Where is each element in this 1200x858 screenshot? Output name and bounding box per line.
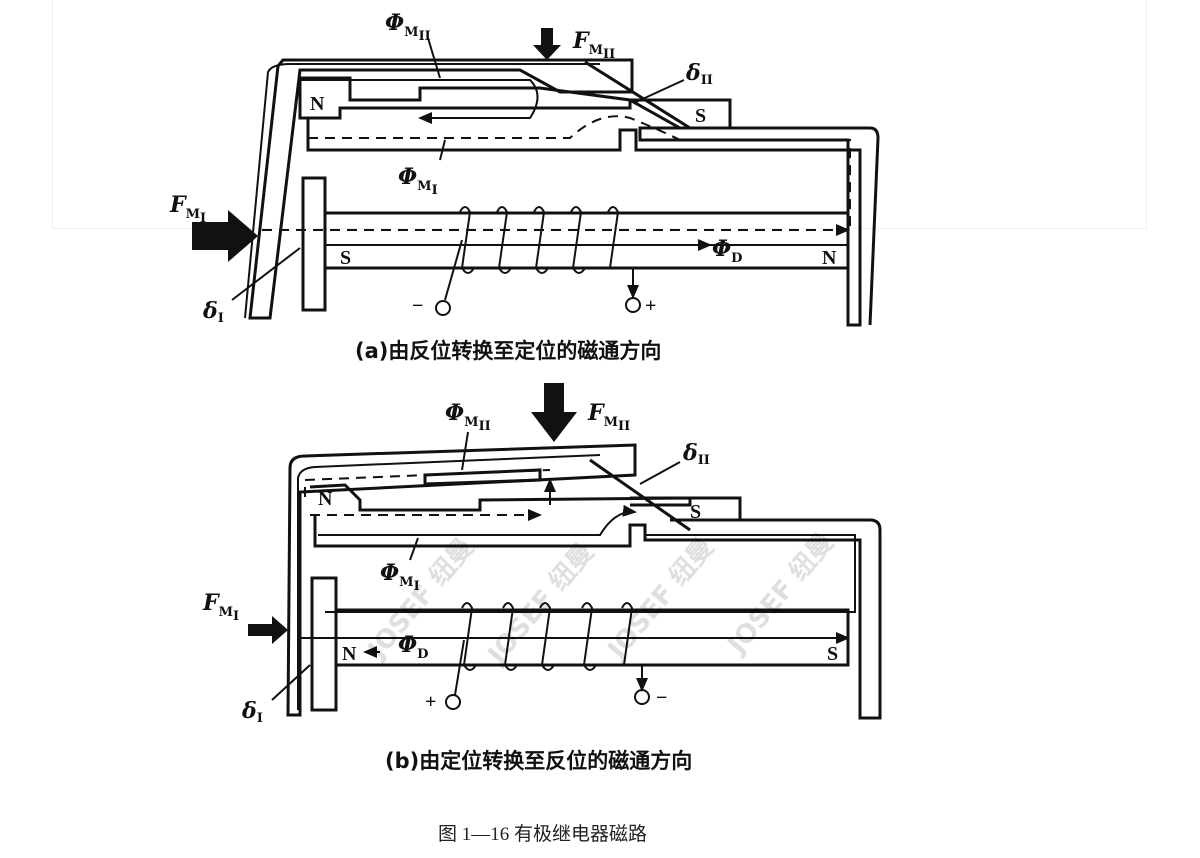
coil: [459, 206, 620, 274]
label-f-m2: FMII: [572, 28, 615, 62]
pole-s-core: S: [340, 247, 351, 269]
upper-yoke: [306, 118, 880, 327]
watermark: JOSEF 纽曼 JOSEF 纽曼 JOSEF 纽曼 JOSEF 纽曼: [360, 527, 840, 671]
pole-s-block: [624, 98, 732, 130]
pole-s-top: S: [695, 105, 706, 127]
caption-b: (b)由定位转换至反位的磁通方向: [385, 749, 692, 773]
force-arrow-fm2: [533, 28, 561, 60]
svg-text:JOSEF 纽曼: JOSEF 纽曼: [480, 537, 600, 671]
outer-flux-path: [244, 63, 600, 319]
label-f-m1: FMI: [169, 192, 206, 226]
upper-pole-n: [298, 76, 632, 120]
force-arrow-fm1: [192, 210, 258, 262]
leader-delta2: [635, 79, 685, 103]
armature-line: [589, 458, 691, 532]
terminal-left: [435, 300, 451, 316]
terminal-left-sign: −: [412, 295, 423, 317]
background-frame: [52, 0, 1147, 229]
label-delta2: δII: [682, 440, 710, 468]
yoke-inner: [325, 534, 856, 613]
leader-delta2: [639, 461, 681, 485]
outer-flux-path: [297, 454, 601, 710]
vertical-pole-piece: [301, 176, 327, 312]
armature-line: [584, 60, 691, 130]
coil: [461, 602, 634, 671]
pole-s-core: S: [827, 643, 838, 665]
terminal-right-sign: −: [656, 687, 667, 709]
label-delta1: δI: [202, 298, 224, 326]
label-phi-m1: ΦMI: [398, 164, 438, 198]
terminal-right-sign: +: [645, 295, 656, 317]
svg-text:JOSEF 纽曼: JOSEF 纽曼: [360, 532, 480, 666]
terminal-right: [634, 689, 650, 705]
core-bar: [323, 211, 850, 270]
label-delta1: δI: [241, 698, 263, 726]
leader-phi-m1: [409, 537, 419, 561]
lead-left: [454, 639, 465, 696]
left-armature-plate: [248, 58, 634, 320]
pole-n-core: N: [822, 247, 837, 269]
leader-delta1: [231, 247, 301, 301]
top-armature-plate: [286, 443, 637, 717]
force-arrow-fm2: [531, 383, 577, 442]
terminal-left-sign: +: [425, 691, 436, 713]
flux-phi-m2-loop: [300, 79, 539, 124]
label-delta2: δII: [685, 60, 713, 88]
flux-phi-m1-path: [308, 115, 851, 228]
label-f-m1: FMI: [202, 590, 239, 624]
pole-n-top: N: [318, 488, 333, 510]
label-phi-m2: ΦMII: [385, 10, 431, 44]
leader-phi-m1: [439, 139, 446, 161]
label-phi-m2: ΦMII: [445, 400, 491, 434]
flux-phi-m1-path: [318, 504, 637, 536]
armature-inner-step: [423, 468, 542, 486]
diagram-b: ΦMII FMII δII ΦMI FMI δI ΦD N S N S + − …: [202, 383, 882, 773]
terminal-left: [445, 694, 461, 710]
vertical-pole-piece: [310, 576, 338, 712]
label-phi-d: ΦD: [398, 632, 428, 662]
leader-phi-m2: [461, 431, 469, 471]
diagram-a: ΦMII FMII δII ΦMI FMI δI ΦD N S S N − + …: [169, 10, 880, 363]
leader-phi-m2: [427, 37, 441, 79]
label-phi-m1: ΦMI: [380, 560, 420, 594]
force-arrow-fm1: [248, 616, 288, 644]
caption-a: (a)由反位转换至定位的磁通方向: [355, 339, 661, 363]
upper-yoke: [313, 515, 882, 720]
upper-pole-n: [309, 483, 692, 512]
pole-n-core: N: [342, 643, 357, 665]
figure-caption: 图 1—16 有极继电器磁路: [438, 823, 647, 845]
svg-text:JOSEF 纽曼: JOSEF 纽曼: [600, 532, 720, 666]
svg-text:JOSEF 纽曼: JOSEF 纽曼: [720, 527, 840, 661]
pole-s-top: S: [690, 501, 701, 523]
label-phi-d: ΦD: [712, 236, 742, 266]
pole-n-top: N: [310, 93, 325, 115]
label-f-m2: FMII: [587, 400, 630, 434]
lead-left: [444, 239, 463, 301]
leader-delta1: [271, 664, 311, 701]
terminal-right: [625, 297, 641, 313]
flux-phi-m2-dashed: [304, 469, 551, 497]
